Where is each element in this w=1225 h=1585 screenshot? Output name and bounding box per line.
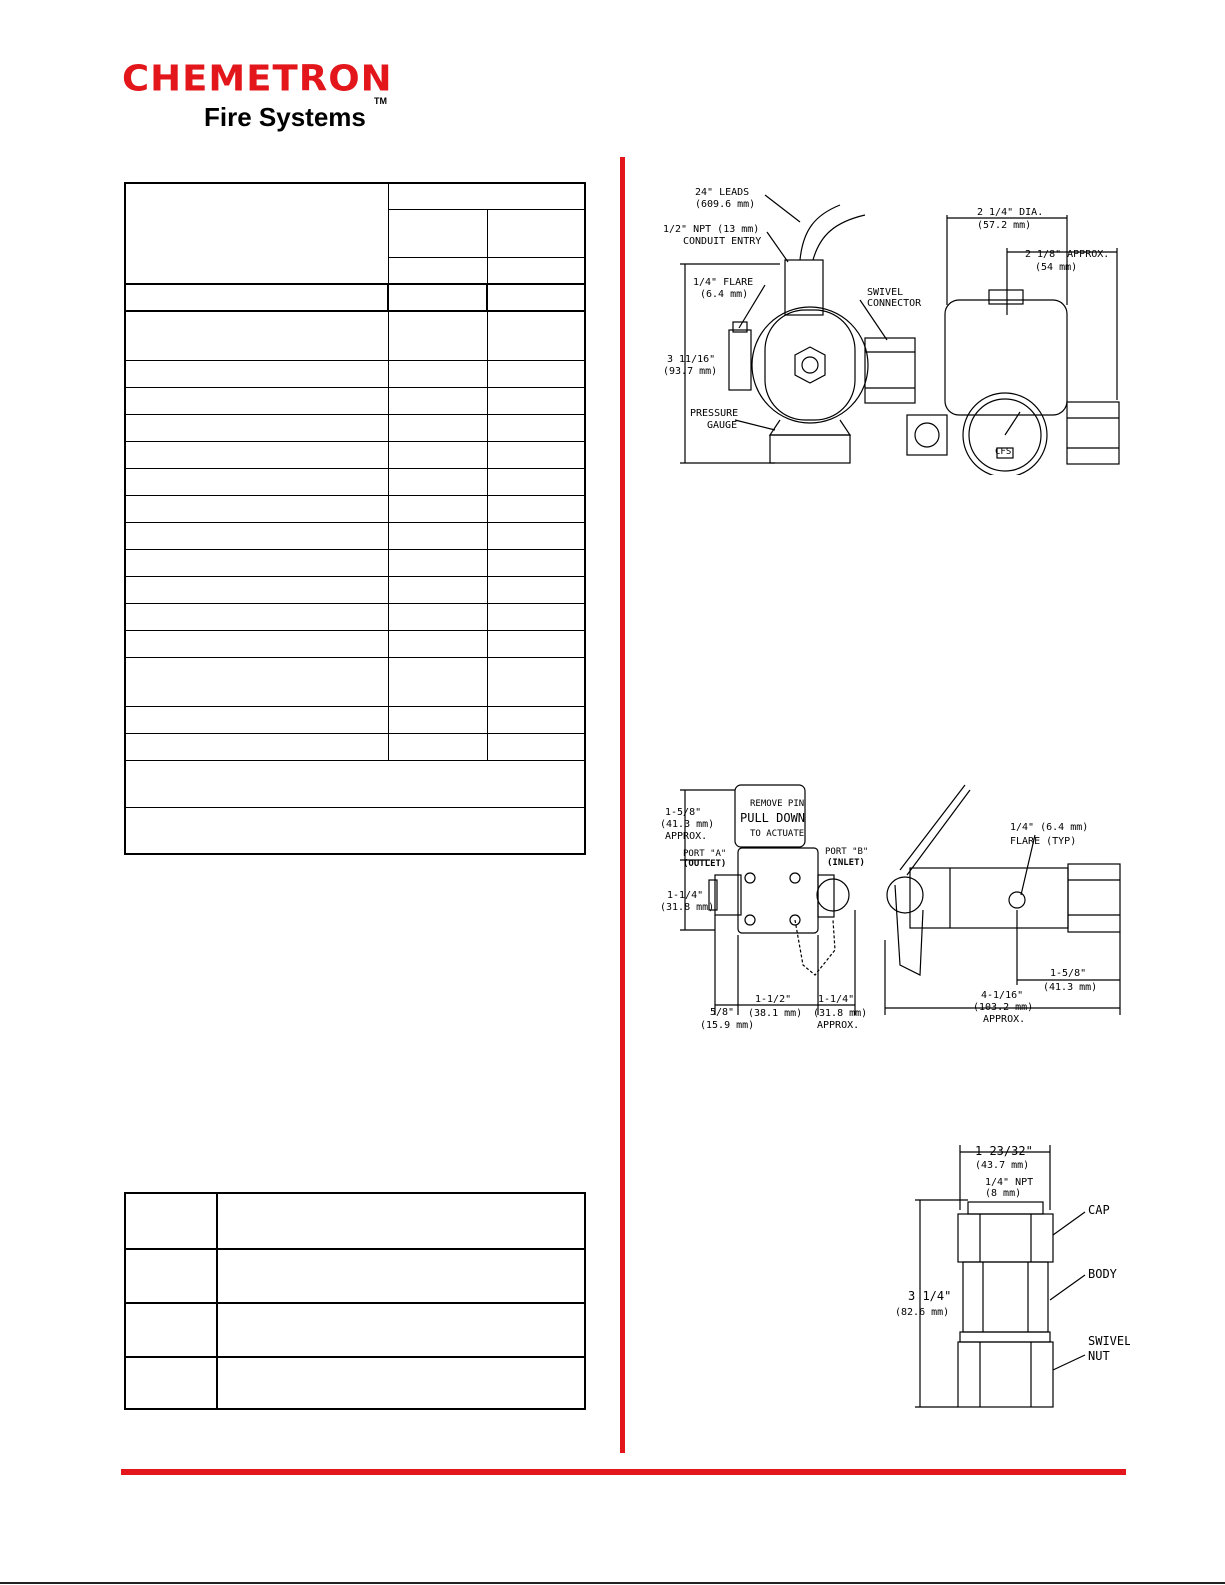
- label-approx-mm: (54 mm): [1035, 262, 1077, 273]
- label-cfs: CFS: [995, 447, 1011, 457]
- label-pressure: PRESSURE: [690, 408, 738, 419]
- label-w2-mm: (38.1 mm): [748, 1008, 802, 1019]
- label-pull-down: PULL DOWN: [740, 811, 805, 825]
- notes-table: [124, 1192, 587, 1410]
- solenoid-drawing: 24" LEADS (609.6 mm) 1/2" NPT (13 mm) CO…: [663, 187, 1120, 475]
- label-r2-mm: (103.2 mm): [973, 1002, 1033, 1013]
- table-row: [124, 283, 586, 312]
- label-conduit: CONDUIT ENTRY: [683, 236, 761, 247]
- label-w2: 1-1/2": [755, 994, 791, 1005]
- label-height: 3 11/16": [667, 354, 715, 365]
- company-logo: CHEMETRON TM Fire Systems: [122, 60, 392, 136]
- table-row: [124, 413, 586, 442]
- label-outlet: (OUTLET): [683, 859, 726, 869]
- table-row: [124, 602, 586, 631]
- table-row: [124, 806, 586, 855]
- table-row: [124, 1356, 587, 1410]
- label-w3-approx: APPROX.: [817, 1020, 859, 1031]
- footer-rule: [121, 1469, 1126, 1475]
- label-dia-mm: (57.2 mm): [977, 220, 1031, 231]
- table-cell: [486, 208, 586, 258]
- table-row: [124, 494, 586, 523]
- table-row: [124, 732, 586, 761]
- label-port-b: PORT "B": [825, 847, 868, 857]
- table-row: [124, 629, 586, 658]
- table-row: [124, 359, 586, 388]
- manual-actuator-drawing: REMOVE PIN PULL DOWN TO ACTUATE 1-5/8" (…: [660, 784, 1121, 1031]
- label-approx: 2 1/8" APPROX.: [1025, 249, 1109, 260]
- label-port-a: PORT "A": [683, 849, 726, 859]
- label-leads-mm: (609.6 mm): [695, 199, 755, 210]
- label-w1-mm: (15.9 mm): [700, 1020, 754, 1031]
- label-height: 3 1/4": [908, 1289, 951, 1303]
- table-row: [124, 310, 586, 361]
- table-row: [124, 386, 586, 415]
- label-r2: 4-1/16": [981, 990, 1023, 1001]
- table-row: [124, 1302, 587, 1358]
- label-swivel: SWIVEL: [1088, 1334, 1130, 1348]
- label-height-mm: (93.7 mm): [663, 366, 717, 377]
- label-r2-approx: APPROX.: [983, 1014, 1025, 1025]
- label-flare: 1/4" FLARE: [693, 277, 753, 288]
- label-w3-mm: (31.8 mm): [813, 1008, 867, 1019]
- table-cell: [486, 256, 586, 285]
- table-row: [124, 759, 586, 808]
- table-cell: [387, 256, 488, 285]
- label-flare-mm: (6.4 mm): [700, 289, 748, 300]
- label-flare: 1/4" (6.4 mm): [1010, 822, 1088, 833]
- label-width: 1 23/32": [975, 1144, 1033, 1158]
- label-npt-mm: (8 mm): [985, 1188, 1021, 1199]
- table-row: [124, 575, 586, 604]
- table-cell: [387, 182, 586, 210]
- label-w3: 1-1/4": [818, 994, 854, 1005]
- label-h2: 1-1/4": [667, 890, 703, 901]
- label-nut: NUT: [1088, 1349, 1110, 1363]
- label-remove-pin: REMOVE PIN: [750, 799, 804, 809]
- column-divider: [620, 157, 625, 1453]
- label-body: BODY: [1088, 1267, 1118, 1281]
- logo-subtitle: Fire Systems: [204, 102, 366, 132]
- label-r1-mm: (41.3 mm): [1043, 982, 1097, 993]
- table-row: [124, 1248, 587, 1304]
- label-r1: 1-5/8": [1050, 968, 1086, 979]
- label-gauge: GAUGE: [707, 420, 737, 431]
- logo-trademark: TM: [374, 96, 387, 106]
- label-leads: 24" LEADS: [695, 187, 749, 198]
- label-npt: 1/2" NPT (13 mm): [663, 224, 759, 235]
- table-row: [124, 656, 586, 707]
- label-h1-mm: (41.3 mm): [660, 819, 714, 830]
- table-row: [124, 548, 586, 577]
- label-width-mm: (43.7 mm): [975, 1160, 1029, 1171]
- label-flare-typ: FLARE (TYP): [1010, 836, 1076, 847]
- label-cap: CAP: [1088, 1203, 1110, 1217]
- label-w1: 5/8": [710, 1007, 734, 1018]
- label-swivel: SWIVEL: [867, 287, 903, 298]
- label-connector: CONNECTOR: [867, 298, 922, 309]
- label-inlet: (INLET): [827, 858, 865, 868]
- label-h2-mm: (31.8 mm): [660, 902, 714, 913]
- table-row: [124, 705, 586, 734]
- table-row: [124, 467, 586, 496]
- table-row: [124, 440, 586, 469]
- logo-brand: CHEMETRON: [122, 58, 393, 99]
- specification-table: [124, 182, 586, 855]
- label-dia: 2 1/4" DIA.: [977, 207, 1043, 218]
- label-h1: 1-5/8": [665, 807, 701, 818]
- label-to-actuate: TO ACTUATE: [750, 829, 804, 839]
- label-height-mm: (82.6 mm): [895, 1307, 949, 1318]
- table-row: [124, 1192, 587, 1250]
- label-h1-approx: APPROX.: [665, 831, 707, 842]
- check-valve-drawing: 1 23/32" (43.7 mm) 1/4" NPT (8 mm) 3 1/4…: [895, 1144, 1130, 1408]
- label-npt: 1/4" NPT: [985, 1177, 1033, 1188]
- table-cell: [387, 208, 488, 258]
- table-row: [124, 521, 586, 550]
- table-cell: [124, 182, 389, 285]
- page-bottom-edge: [0, 1582, 1225, 1584]
